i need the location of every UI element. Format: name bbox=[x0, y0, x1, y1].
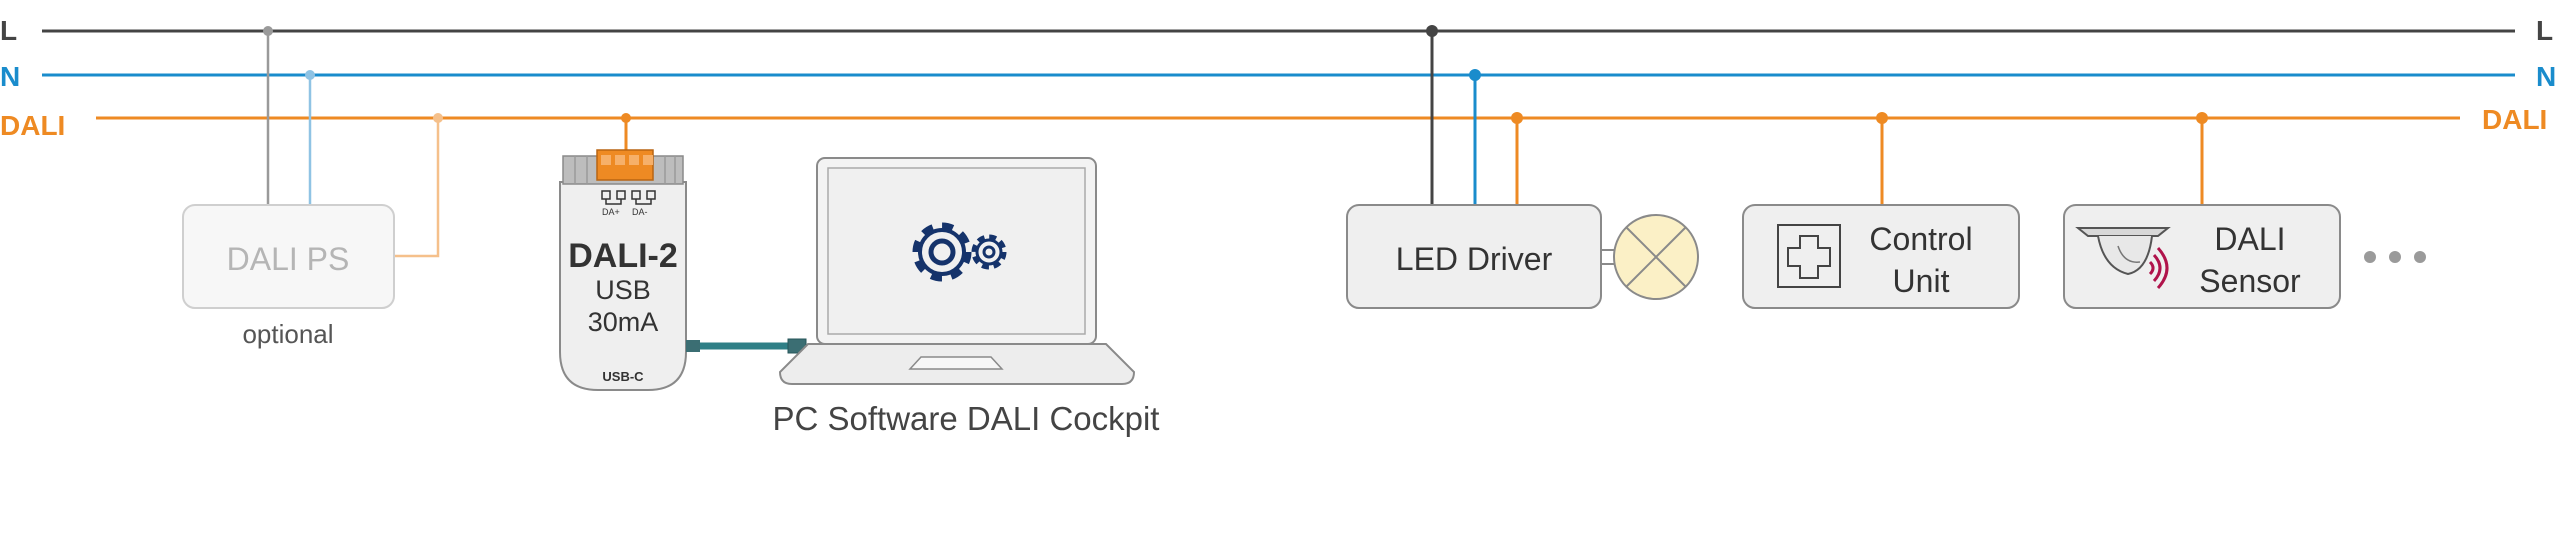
led-driver: LED Driver bbox=[1346, 25, 1699, 309]
sensor-icon bbox=[2075, 227, 2171, 290]
laptop-caption: PC Software DALI Cockpit bbox=[773, 400, 1160, 437]
dali-sensor: DALI Sensor bbox=[2063, 112, 2341, 309]
control-unit-line1: Control bbox=[1869, 221, 1972, 257]
usb-cable bbox=[686, 338, 807, 354]
n-label-left: N bbox=[0, 61, 20, 92]
dali-label-left: DALI bbox=[0, 110, 65, 141]
n-label-right: N bbox=[2536, 61, 2556, 92]
led-driver-label: LED Driver bbox=[1396, 241, 1553, 277]
control-unit-icon bbox=[1777, 224, 1841, 288]
bus-lines bbox=[42, 29, 2515, 120]
terminal-da-plus: DA+ bbox=[602, 207, 620, 217]
lamp-icon bbox=[1613, 214, 1699, 300]
usb-interface-line2: 30mA bbox=[588, 307, 659, 337]
dali-ps-note: optional bbox=[242, 319, 333, 349]
dali-sensor-line2: Sensor bbox=[2199, 263, 2301, 299]
l-label-left: L bbox=[0, 15, 17, 46]
dali-sensor-line1: DALI bbox=[2214, 221, 2285, 257]
laptop: PC Software DALI Cockpit bbox=[773, 157, 1160, 437]
led-driver-box bbox=[1346, 204, 1602, 309]
control-unit-box bbox=[1742, 204, 2020, 309]
usb-interface-line1: USB bbox=[595, 275, 651, 305]
control-unit: Control Unit bbox=[1742, 112, 2020, 309]
dali-ps: DALI PS optional bbox=[182, 26, 443, 349]
gears-icon bbox=[912, 222, 1007, 282]
dali-label-right: DALI bbox=[2482, 104, 2547, 135]
usb-interface: DA+ DA- DALI-2 USB 30mA USB-C bbox=[559, 113, 687, 391]
terminal-da-minus: DA- bbox=[632, 207, 648, 217]
usb-port-label: USB-C bbox=[602, 369, 644, 384]
usb-interface-title: DALI-2 bbox=[568, 237, 678, 275]
laptop-touchpad bbox=[908, 356, 1004, 370]
dali-ps-label: DALI PS bbox=[227, 241, 350, 277]
control-unit-line2: Unit bbox=[1893, 263, 1950, 299]
ellipsis-icon bbox=[2364, 251, 2426, 263]
dali-ps-box bbox=[182, 204, 395, 309]
l-label-right: L bbox=[2536, 15, 2553, 46]
